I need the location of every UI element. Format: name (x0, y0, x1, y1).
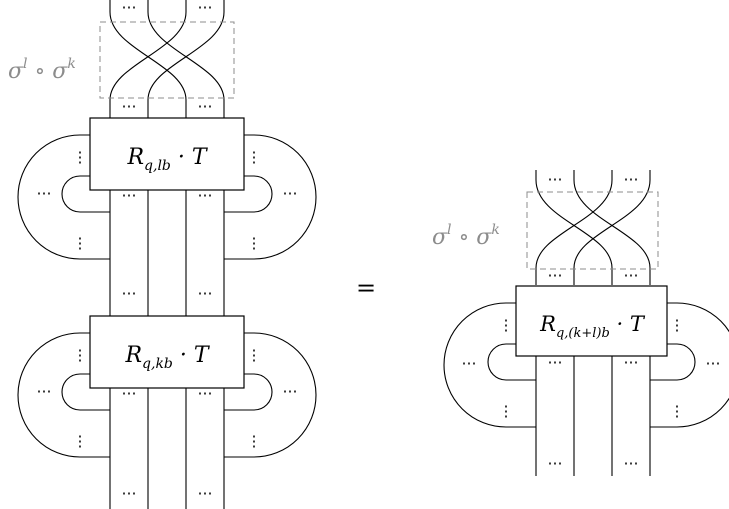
left-middle-ellipsis-2: ⋯ (198, 284, 213, 302)
left-bottom-vdots-lower-right: ⋮ (247, 432, 262, 450)
left-braid-bottom-ellipsis-2: ⋯ (198, 97, 213, 115)
right-braid: ⋯ ⋯ ⋯ ⋯ (526, 170, 659, 285)
right-braid-bottom-ellipsis-2: ⋯ (624, 266, 639, 284)
left-top-vdots-lower-left: ⋮ (73, 234, 88, 252)
left-top-box-label: Rq,lb · T (126, 145, 208, 174)
right-vdots-lower-right: ⋮ (670, 402, 685, 420)
left-bottom-vdots-lower-left: ⋮ (73, 432, 88, 450)
left-bottom-box-label: Rq,kb · T (124, 343, 210, 372)
left-braid-top-ellipsis-1: ⋯ (122, 0, 137, 16)
right-braid-top-ellipsis-2: ⋯ (624, 170, 639, 188)
right-bottom-ellipsis-2: ⋯ (624, 454, 639, 472)
right-hdots-right: ⋯ (706, 354, 721, 372)
right-box-label: Rq,(k+l)b · T (539, 312, 646, 341)
left-bottom-block-loops (17, 332, 317, 458)
left-top-hdots-left: ⋯ (37, 184, 52, 202)
left-bottom-under-ellipsis-2: ⋯ (198, 384, 213, 402)
right-block-loops (443, 302, 729, 428)
right-vertical-strands (535, 356, 651, 476)
right-braid-label: σl ∘ σk (432, 222, 500, 250)
right-hdots-left: ⋯ (462, 354, 477, 372)
left-top-vdots-left: ⋮ (73, 148, 88, 166)
right-diagram: ⋯ ⋯ ⋯ ⋯ σl ∘ σk Rq,(k+l)b · T ⋮ ⋮ ⋯ ⋯ ⋯ … (432, 170, 729, 476)
left-top-box (89, 117, 245, 191)
left-bottom-box (89, 315, 245, 389)
right-braid-top-ellipsis-1: ⋯ (548, 170, 563, 188)
left-middle-ellipsis-1: ⋯ (122, 284, 137, 302)
left-top-under-ellipsis-1: ⋯ (122, 186, 137, 204)
left-braid-top-ellipsis-2: ⋯ (198, 0, 213, 16)
right-under-ellipsis-1: ⋯ (548, 353, 563, 371)
right-under-ellipsis-2: ⋯ (624, 353, 639, 371)
left-top-block-loops (17, 134, 317, 260)
equals-sign: = (356, 274, 376, 302)
left-bottom-hdots-left: ⋯ (37, 382, 52, 400)
left-top-hdots-right: ⋯ (283, 184, 298, 202)
left-vertical-strands (109, 190, 225, 509)
right-box (515, 285, 668, 357)
right-braid-dashed-region (526, 191, 659, 270)
right-bottom-ellipsis-1: ⋯ (548, 454, 563, 472)
left-braid: ⋯ ⋯ ⋯ ⋯ (99, 0, 235, 118)
left-bottom-hdots-right: ⋯ (283, 382, 298, 400)
right-vdots-right: ⋮ (670, 316, 685, 334)
left-top-vdots-lower-right: ⋮ (247, 234, 262, 252)
left-diagram: ⋯ ⋯ ⋯ ⋯ σl ∘ σk Rq,lb · T ⋮ ⋮ ⋯ (8, 0, 317, 509)
left-braid-dashed-region (99, 21, 235, 99)
left-braid-bottom-ellipsis-1: ⋯ (122, 97, 137, 115)
left-top-vdots-right: ⋮ (247, 148, 262, 166)
right-vdots-left: ⋮ (499, 316, 514, 334)
left-bottom-vdots-left: ⋮ (73, 346, 88, 364)
left-top-under-ellipsis-2: ⋯ (198, 186, 213, 204)
left-bottom-under-ellipsis-1: ⋯ (122, 384, 137, 402)
left-bottom-ellipsis-2: ⋯ (198, 484, 213, 502)
left-braid-label: σl ∘ σk (8, 56, 76, 84)
right-vdots-lower-left: ⋮ (499, 402, 514, 420)
left-bottom-vdots-right: ⋮ (247, 346, 262, 364)
right-braid-bottom-ellipsis-1: ⋯ (548, 266, 563, 284)
left-bottom-ellipsis-1: ⋯ (122, 484, 137, 502)
